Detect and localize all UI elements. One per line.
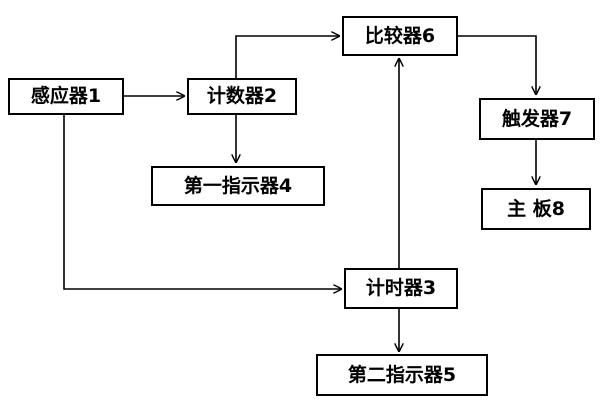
edge-counter-comparator	[235, 36, 340, 79]
node-indicator2: 第二指示器5	[316, 354, 488, 396]
node-sensor: 感应器1	[8, 78, 124, 115]
node-trigger: 触发器7	[479, 98, 595, 140]
node-indicator1: 第一指示器4	[151, 166, 325, 206]
edge-sensor-timer	[63, 114, 342, 289]
node-mainboard: 主 板8	[481, 188, 591, 230]
edge-comparator-trigger	[458, 35, 536, 95]
node-counter: 计数器2	[187, 78, 297, 115]
node-comparator: 比较器6	[342, 16, 458, 56]
node-timer: 计时器3	[344, 268, 458, 309]
